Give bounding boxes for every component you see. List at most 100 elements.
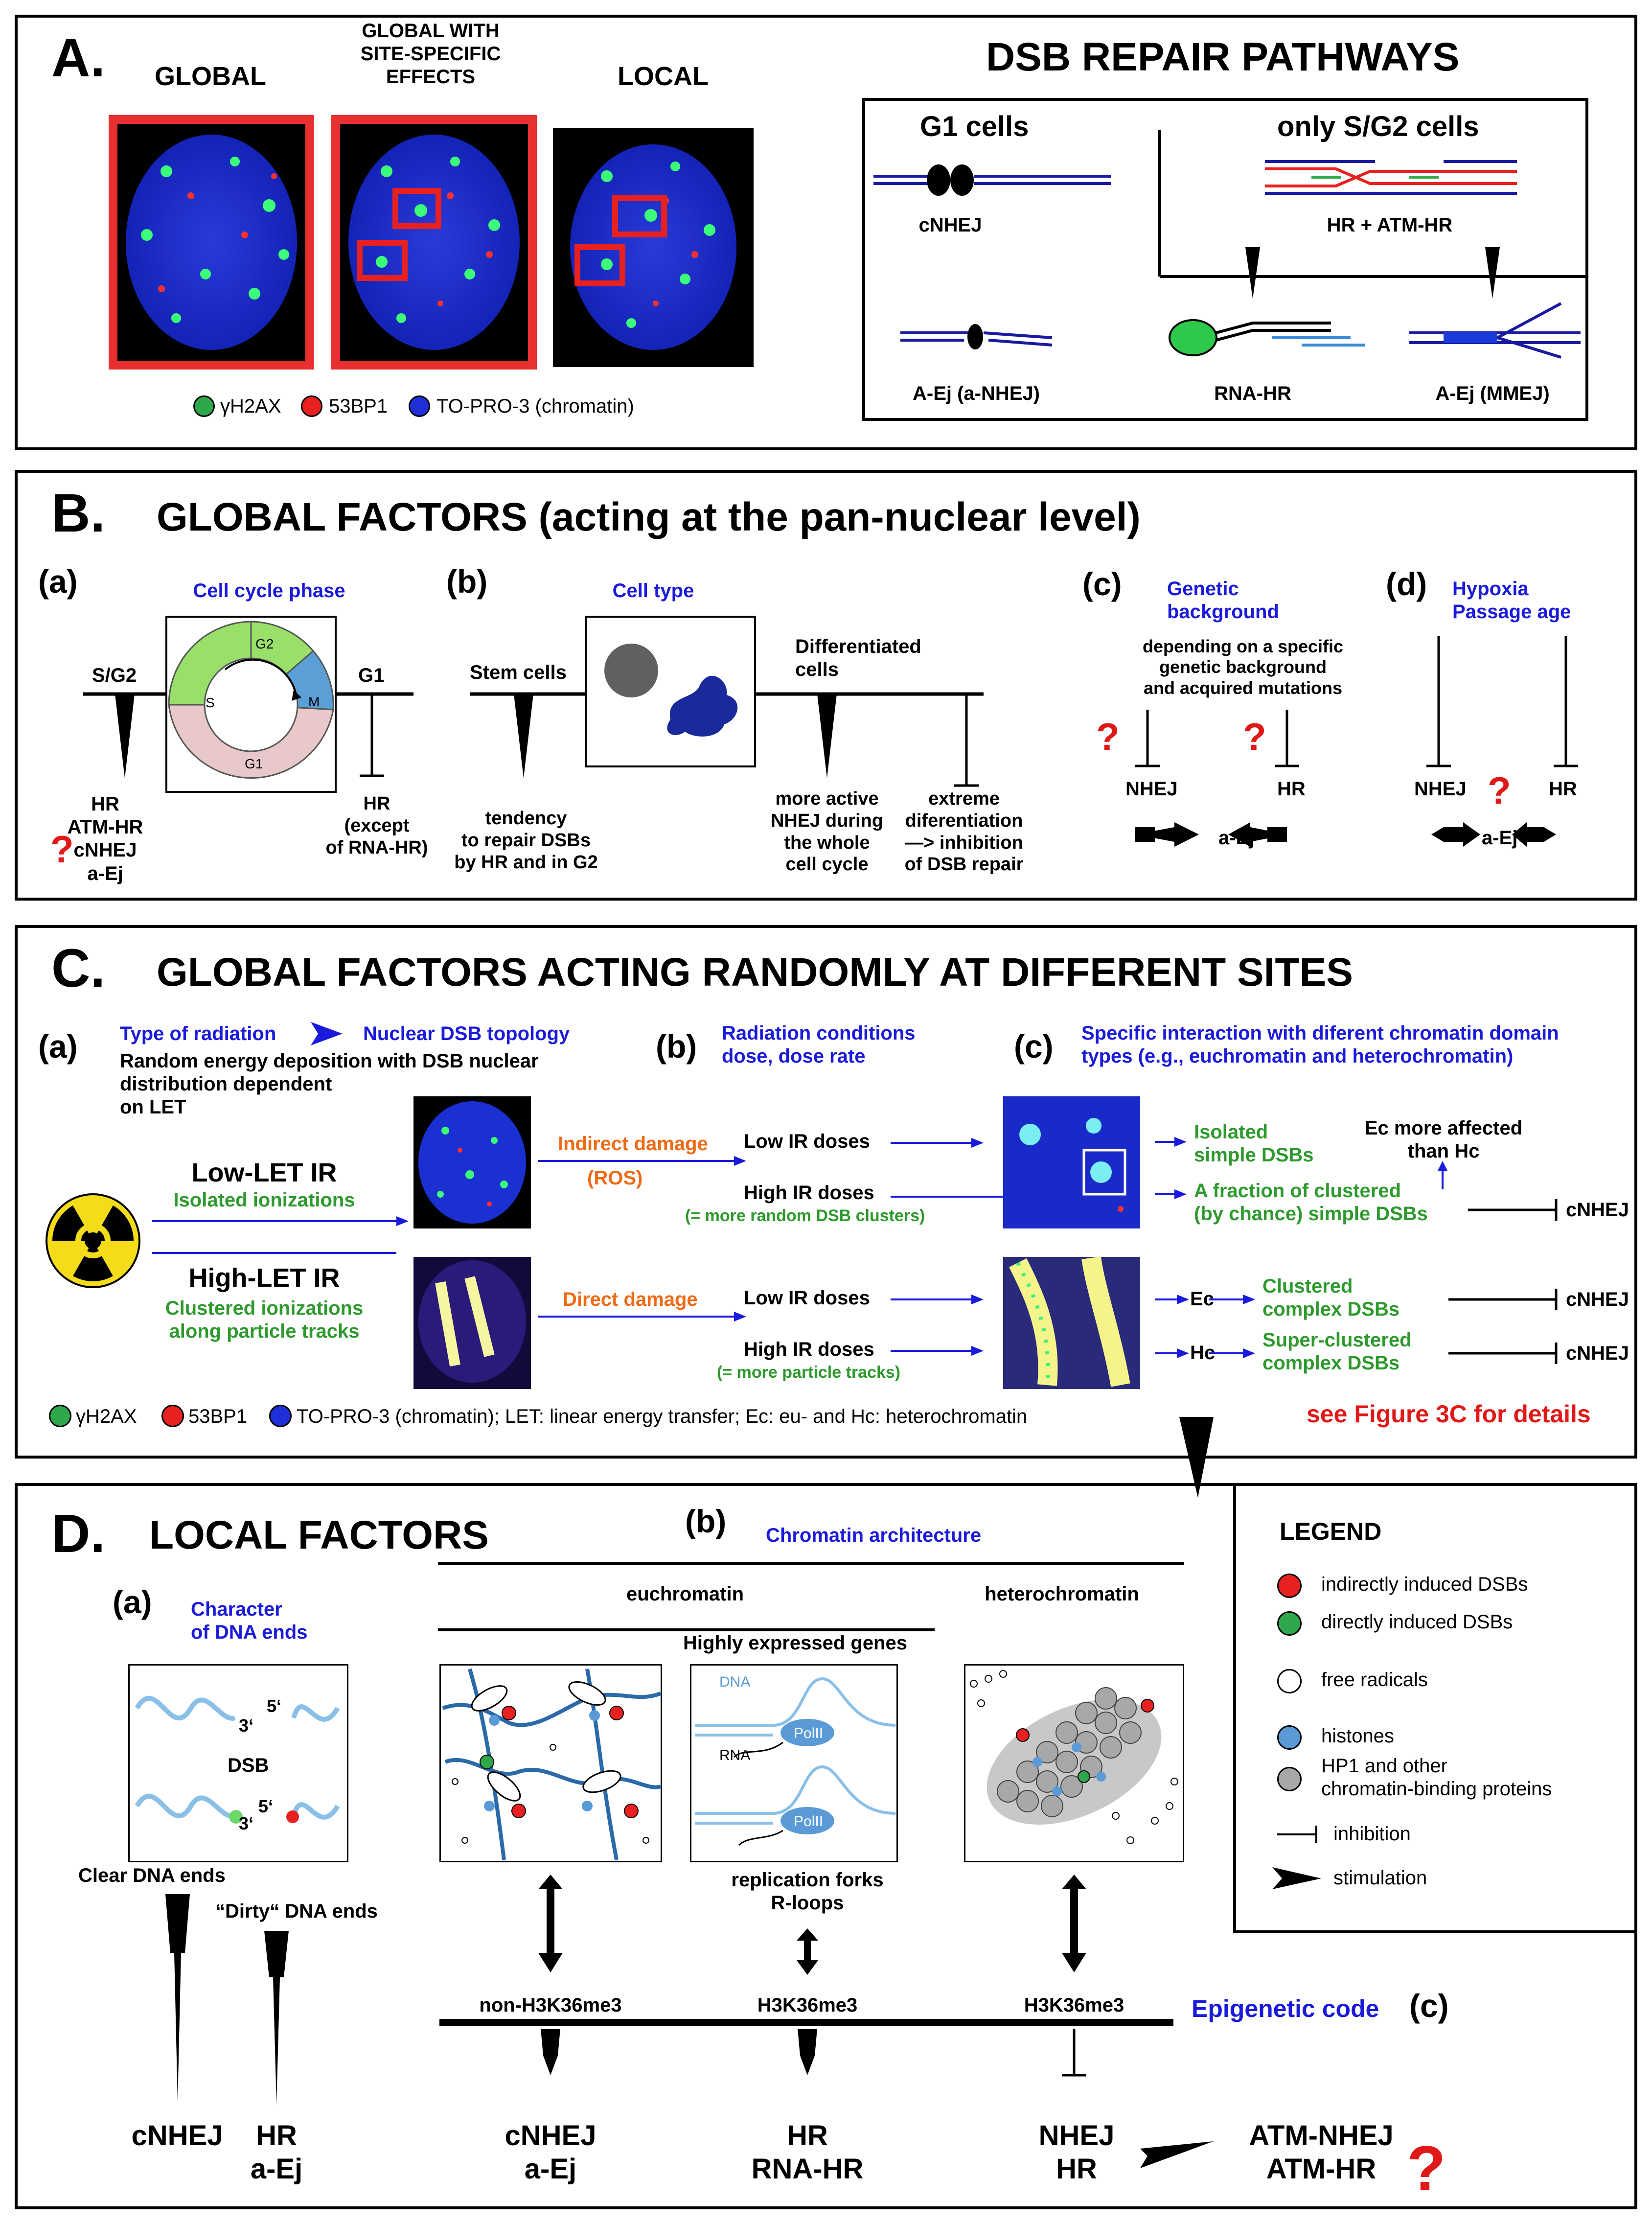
- legend-indirect: indirectly induced DSBs: [1321, 1574, 1528, 1595]
- c-a-label: (a): [38, 1028, 78, 1065]
- hr-atm-label: HR + ATM-HR: [1327, 214, 1453, 236]
- b-d-nhej: NHEJ: [1414, 778, 1467, 800]
- high-ir-2: High IR doses: [744, 1339, 874, 1360]
- legend-direct: directly induced DSBs: [1321, 1611, 1513, 1633]
- panel-a-letter: A.: [51, 28, 105, 88]
- cell-type-label: Cell type: [612, 580, 694, 602]
- chromatin-arch: Chromatin architecture: [766, 1525, 982, 1546]
- aej-mmej-label: A-Ej (MMEJ): [1435, 383, 1550, 404]
- ring-g2-label: G2: [255, 636, 274, 651]
- low-let: Low-LET IR: [191, 1158, 337, 1187]
- out-cnhej-aej: cNHEJ a-Ej: [505, 2120, 597, 2185]
- polii-label-2: PolII: [794, 1813, 824, 1830]
- low-ir-1: Low IR doses: [744, 1131, 870, 1152]
- dsb-pathways-title: DSB REPAIR PATHWAYS: [986, 35, 1460, 79]
- five-prime-2: 5‘: [258, 1796, 274, 1816]
- d-b-label: (b): [685, 1503, 727, 1539]
- panel-d-title: LOCAL FACTORS: [149, 1513, 489, 1557]
- high-let: High-LET IR: [188, 1263, 340, 1293]
- highly-expressed: Highly expressed genes: [683, 1632, 907, 1654]
- legend-gamma-text: γH2AX: [220, 395, 281, 417]
- global-site-label: GLOBAL WITH SITE-SPECIFIC EFFECTS: [360, 20, 501, 88]
- clustered-ionizations: Clustered ionizations along particle tra…: [165, 1297, 364, 1343]
- character-label: Character of DNA ends: [191, 1598, 308, 1644]
- type-radiation: Type of radiation: [120, 1023, 276, 1044]
- panel-d-letter: D.: [51, 1504, 105, 1564]
- h3k36me3-2: H3K36me3: [1024, 1994, 1124, 2016]
- dna-ends-box: [128, 1664, 348, 1862]
- panel-b-letter: B.: [51, 483, 105, 543]
- h3k36me3-1: H3K36me3: [757, 1994, 858, 2016]
- b-c-nhej: NHEJ: [1125, 778, 1178, 800]
- cnhej-label: cNHEJ: [918, 214, 982, 236]
- legend-topro-text: TO-PRO-3 (chromatin): [436, 395, 634, 417]
- d-c-label: (c): [1409, 1988, 1449, 2024]
- out-atm: ATM-NHEJ ATM-HR: [1249, 2120, 1394, 2185]
- see-figure: see Figure 3C for details: [1307, 1400, 1591, 1428]
- b-c-question-2: ?: [1243, 715, 1266, 758]
- legend-53-text: 53BP1: [329, 395, 388, 417]
- topology-label: Nuclear DSB topology: [363, 1023, 570, 1044]
- legend-direct-dot: [1277, 1611, 1302, 1636]
- c-cnhej-3: cNHEJ: [1566, 1343, 1629, 1364]
- super-clustered: Super-clustered complex DSBs: [1262, 1329, 1412, 1374]
- dna-label: DNA: [719, 1674, 751, 1690]
- legend-stimulation: stimulation: [1333, 1867, 1427, 1889]
- c-b-label: (b): [656, 1028, 697, 1065]
- legend-radicals-dot: [1277, 1669, 1302, 1693]
- legend-red-dot: [301, 395, 322, 417]
- c-cnhej-1: cNHEJ: [1566, 1199, 1629, 1221]
- out-hr-rnahr: HR RNA-HR: [751, 2120, 864, 2185]
- out-nhej-hr: NHEJ HR: [1038, 2120, 1115, 2185]
- out-cnhej: cNHEJ: [131, 2120, 223, 2152]
- c-legend-blue-dot: [269, 1405, 292, 1427]
- g1-label: G1: [358, 665, 385, 686]
- c-legend-53: 53BP1: [188, 1406, 248, 1427]
- chromatin-image-low: [1003, 1096, 1140, 1228]
- random-energy: Random energy deposition with DSB nuclea…: [120, 1050, 539, 1118]
- epigenetic-code: Epigenetic code: [1192, 1995, 1379, 2022]
- fraction-clustered: A fraction of clustered (by chance) simp…: [1194, 1180, 1428, 1225]
- b-c-question-1: ?: [1096, 715, 1120, 758]
- isolated-ionizations: Isolated ionizations: [173, 1189, 355, 1211]
- legend-title: LEGEND: [1280, 1518, 1382, 1545]
- ring-g1-label: G1: [245, 756, 263, 771]
- b-d-label: (d): [1386, 566, 1427, 602]
- three-prime-1: 3‘: [239, 1715, 254, 1736]
- differentiated-label: Differentiated cells: [795, 636, 921, 681]
- isolated-simple: Isolated simple DSBs: [1194, 1121, 1314, 1166]
- b-c-hr: HR: [1277, 778, 1306, 800]
- panel-c-title: GLOBAL FACTORS ACTING RANDOMLY AT DIFFER…: [157, 950, 1353, 995]
- ec-more: Ec more affected than Hc: [1364, 1117, 1523, 1162]
- extreme-label: extreme diferentiation —> inhibition of …: [904, 788, 1024, 875]
- ros-label: (ROS): [587, 1167, 643, 1189]
- three-prime-2: 3‘: [239, 1813, 254, 1833]
- hr-except: HR (except of RNA-HR): [325, 793, 428, 858]
- c-legend-red-dot: [161, 1405, 184, 1427]
- radiation-conditions: Radiation conditions dose, dose rate: [722, 1022, 916, 1067]
- panel-b-title: GLOBAL FACTORS (acting at the pan-nuclea…: [157, 495, 1141, 539]
- direct-damage: Direct damage: [563, 1289, 698, 1310]
- genetic-label: Genetic background: [1167, 578, 1279, 623]
- legend-histones-dot: [1277, 1725, 1302, 1750]
- depending-label: depending on a specific genetic backgrou…: [1142, 636, 1344, 698]
- b-a-label: (a): [38, 563, 78, 600]
- aej-anhej-label: A-Ej (a-NHEJ): [912, 383, 1040, 404]
- legend-radicals: free radicals: [1321, 1669, 1428, 1691]
- legend-box: [1233, 1483, 1637, 1933]
- euchromatin-label: euchromatin: [626, 1583, 744, 1605]
- c-legend-rest: TO-PRO-3 (chromatin); LET: linear energy…: [297, 1406, 1028, 1427]
- high-ir-1: High IR doses: [744, 1182, 874, 1204]
- b-d-hr: HR: [1549, 778, 1577, 800]
- sg2-label: S/G2: [92, 665, 137, 686]
